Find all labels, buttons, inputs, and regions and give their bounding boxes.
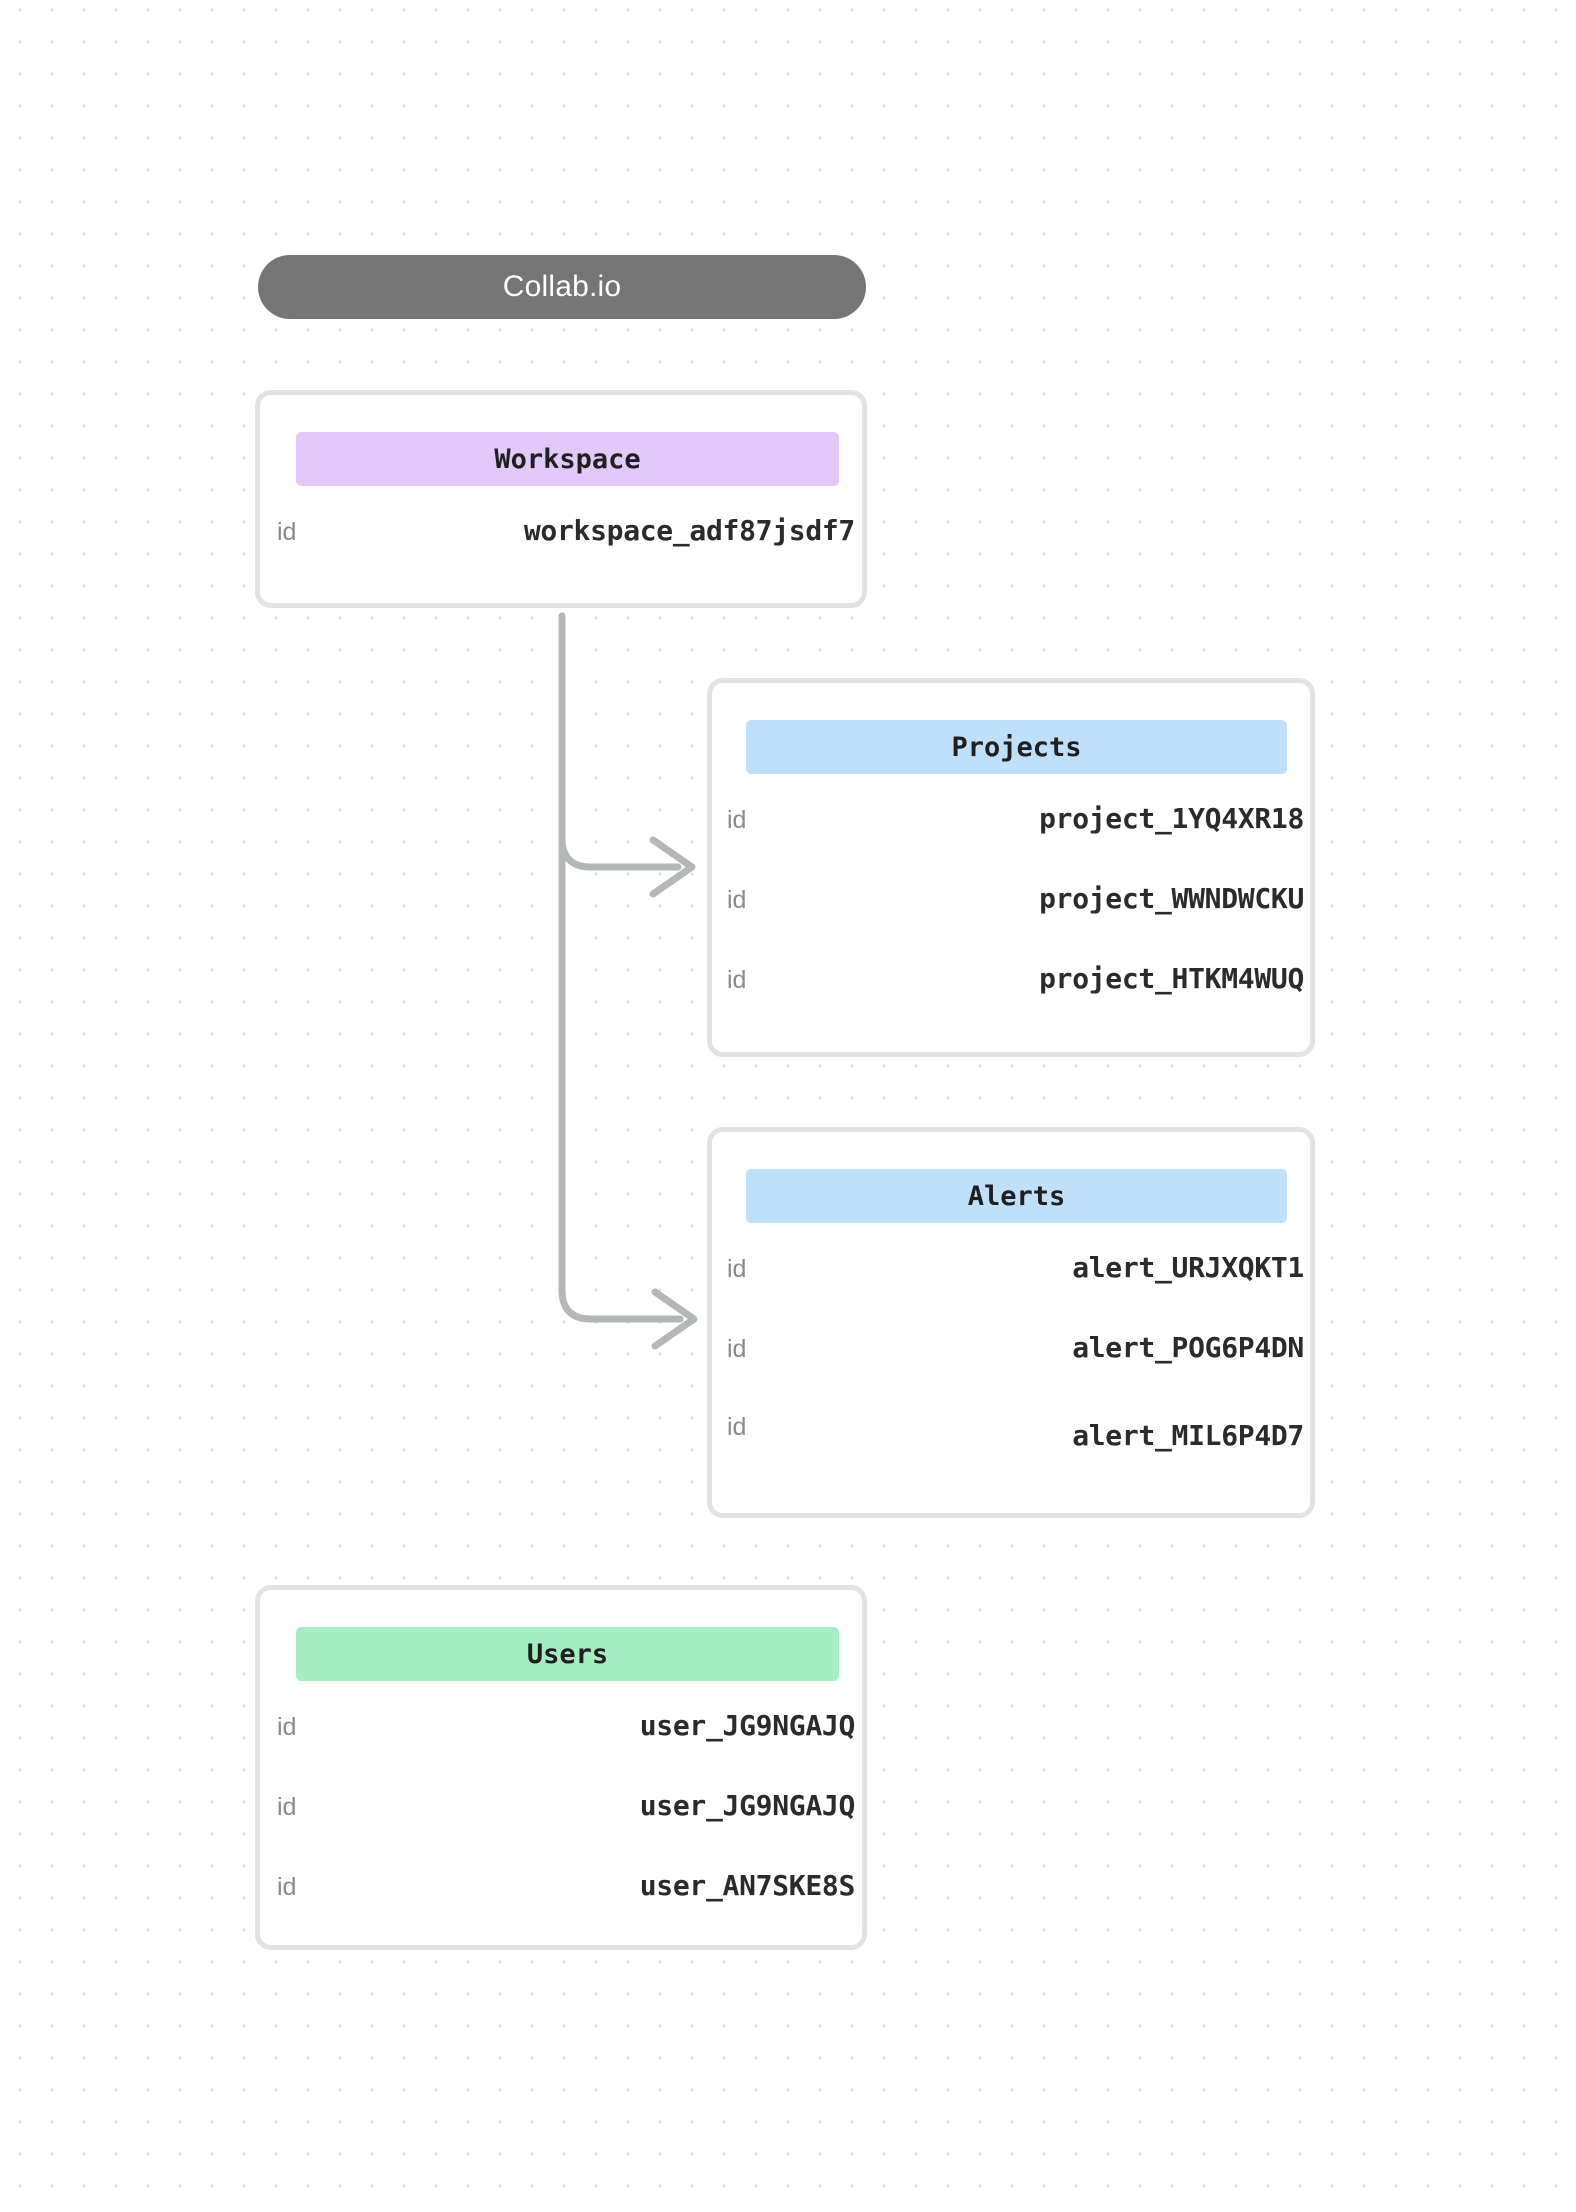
arrowhead-alerts: [651, 1288, 698, 1350]
entity-card-alerts[interactable]: Alerts id alert_URJXQKT1 id alert_POG6P4…: [707, 1127, 1315, 1518]
row-key: id: [727, 1335, 747, 1363]
entity-row[interactable]: id alert_MIL6P4D7: [727, 1412, 1304, 1450]
row-value: user_JG9NGAJQ: [639, 1789, 856, 1822]
edge-workspace-to-projects: [558, 612, 682, 871]
diagram-title-text: Collab.io: [502, 270, 622, 303]
row-value: workspace_adf87jsdf7: [523, 514, 855, 547]
entity-header-alerts: Alerts: [746, 1169, 1287, 1223]
row-key: id: [727, 1255, 747, 1283]
row-value: project_WWNDWCKU: [1039, 882, 1304, 915]
entity-card-projects[interactable]: Projects id project_1YQ4XR18 id project_…: [707, 678, 1315, 1057]
entity-title-users: Users: [526, 1638, 609, 1670]
entity-card-workspace[interactable]: Workspace id workspace_adf87jsdf7: [255, 390, 867, 608]
entity-row[interactable]: id alert_URJXQKT1: [727, 1254, 1304, 1288]
row-key: id: [277, 1873, 297, 1901]
entity-title-projects: Projects: [951, 731, 1082, 763]
entity-row[interactable]: id user_JG9NGAJQ: [277, 1792, 855, 1826]
row-value: project_HTKM4WUQ: [1039, 962, 1304, 995]
row-value: alert_URJXQKT1: [1072, 1251, 1304, 1284]
row-key: id: [277, 1713, 297, 1741]
entity-row[interactable]: id workspace_adf87jsdf7: [277, 517, 855, 551]
entity-row[interactable]: id user_AN7SKE8S: [277, 1872, 855, 1906]
entity-row[interactable]: id project_HTKM4WUQ: [727, 965, 1304, 999]
row-value: user_JG9NGAJQ: [639, 1709, 856, 1742]
entity-header-workspace: Workspace: [296, 432, 839, 486]
row-key: id: [277, 1793, 297, 1821]
row-value: alert_POG6P4DN: [1072, 1331, 1304, 1364]
row-value: project_1YQ4XR18: [1039, 802, 1304, 835]
entity-card-users[interactable]: Users id user_JG9NGAJQ id user_JG9NGAJQ …: [255, 1585, 867, 1950]
entity-header-users: Users: [296, 1627, 839, 1681]
row-key: id: [727, 886, 747, 914]
row-key: id: [277, 518, 297, 546]
diagram-title-pill[interactable]: Collab.io: [258, 255, 866, 319]
entity-row[interactable]: id project_1YQ4XR18: [727, 805, 1304, 839]
entity-row[interactable]: id project_WWNDWCKU: [727, 885, 1304, 919]
edge-workspace-to-alerts: [558, 612, 684, 1323]
row-key: id: [727, 1413, 747, 1441]
row-key: id: [727, 966, 747, 994]
row-value: alert_MIL6P4D7: [1072, 1419, 1304, 1452]
row-key: id: [727, 806, 747, 834]
arrowhead-projects: [649, 836, 696, 898]
entity-title-alerts: Alerts: [967, 1180, 1066, 1212]
entity-header-projects: Projects: [746, 720, 1287, 774]
entity-title-workspace: Workspace: [494, 443, 641, 475]
entity-row[interactable]: id alert_POG6P4DN: [727, 1334, 1304, 1368]
entity-row[interactable]: id user_JG9NGAJQ: [277, 1712, 855, 1746]
row-value: user_AN7SKE8S: [639, 1869, 856, 1902]
